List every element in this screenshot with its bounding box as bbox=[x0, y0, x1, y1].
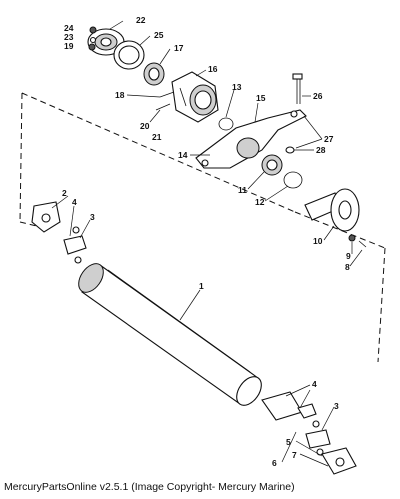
retaining-ring-part bbox=[283, 171, 303, 189]
callout-22: 22 bbox=[136, 15, 146, 25]
callout-4: 4 bbox=[72, 197, 77, 207]
callout-4b: 4 bbox=[312, 379, 317, 389]
callout-15: 15 bbox=[256, 93, 266, 103]
callout-13: 13 bbox=[232, 82, 242, 92]
callout-27: 27 bbox=[324, 134, 334, 144]
callout-2: 2 bbox=[62, 188, 67, 198]
callout-24: 24 bbox=[64, 23, 74, 33]
callout-10: 10 bbox=[313, 236, 323, 246]
callout-21: 21 bbox=[152, 132, 162, 142]
callout-labels: 22 24 23 19 25 17 16 18 13 15 26 20 21 2… bbox=[62, 15, 351, 468]
left-yoke-part bbox=[31, 201, 61, 233]
bracket-bearing-part bbox=[261, 154, 283, 176]
callout-17: 17 bbox=[174, 43, 184, 53]
bolt-part bbox=[285, 73, 303, 154]
callout-5: 5 bbox=[286, 437, 291, 447]
driveshaft-tube-part bbox=[78, 263, 262, 406]
output-flange-part bbox=[304, 188, 367, 248]
callout-19: 19 bbox=[64, 41, 74, 51]
right-yoke-part bbox=[261, 391, 317, 421]
callout-14: 14 bbox=[178, 150, 188, 160]
right-ujoint-part bbox=[305, 420, 331, 456]
callout-23: 23 bbox=[64, 32, 74, 42]
mounting-bracket-part bbox=[195, 109, 307, 169]
leader-lines bbox=[51, 20, 363, 467]
callout-18: 18 bbox=[115, 90, 125, 100]
callout-8: 8 bbox=[345, 262, 350, 272]
callout-9: 9 bbox=[346, 251, 351, 261]
callout-26: 26 bbox=[313, 91, 323, 101]
callout-3: 3 bbox=[90, 212, 95, 222]
copyright-footer: MercuryPartsOnline v2.5.1 (Image Copyrig… bbox=[4, 481, 295, 493]
bearing-part bbox=[143, 62, 165, 86]
callout-20: 20 bbox=[140, 121, 150, 131]
callout-1: 1 bbox=[199, 281, 204, 291]
small-screw-part bbox=[88, 26, 175, 111]
callout-7: 7 bbox=[292, 450, 297, 460]
callout-6: 6 bbox=[272, 458, 277, 468]
callout-16: 16 bbox=[208, 64, 218, 74]
callout-3b: 3 bbox=[334, 401, 339, 411]
bearing-housing-part bbox=[171, 71, 219, 123]
callout-25: 25 bbox=[154, 30, 164, 40]
end-yoke-part bbox=[321, 447, 357, 475]
dashed-alignment-outline bbox=[19, 92, 386, 363]
callout-12: 12 bbox=[255, 197, 265, 207]
left-ujoint-part bbox=[63, 226, 87, 264]
seal-ring-part bbox=[113, 40, 145, 70]
driveshaft-exploded-diagram: 22 24 23 19 25 17 16 18 13 15 26 20 21 2… bbox=[19, 15, 386, 475]
snap-ring-part bbox=[218, 117, 234, 131]
callout-28: 28 bbox=[316, 145, 326, 155]
callout-11: 11 bbox=[238, 185, 247, 195]
